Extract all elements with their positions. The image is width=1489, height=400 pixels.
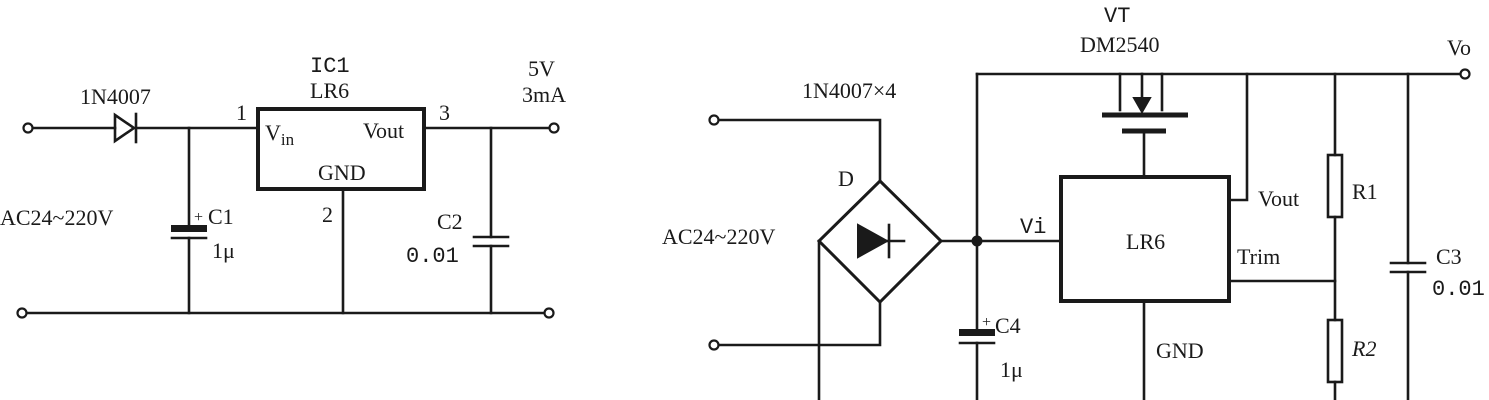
pin-gnd-label: GND: [318, 160, 366, 185]
bridge-label: 1N4007×4: [802, 78, 896, 103]
capacitor-c2: [472, 235, 510, 248]
pin-trim-label: Trim: [1237, 244, 1280, 269]
ic1-ref-label: IC1: [310, 54, 350, 79]
c1-value-label: 1μ: [212, 238, 235, 263]
pin1-label: 1: [236, 100, 247, 125]
output-voltage-label: 5V: [528, 56, 555, 81]
pin-vi-label: Vi: [1020, 215, 1046, 240]
c4-polarity: +: [982, 314, 991, 331]
r2-ref-label: R2: [1351, 336, 1376, 361]
pin3-label: 3: [439, 100, 450, 125]
transistor-part-label: DM2540: [1080, 32, 1159, 57]
c3-ref-label: C3: [1436, 244, 1462, 269]
resistor-r2: [1326, 318, 1344, 384]
pin2-label: 2: [322, 202, 333, 227]
left-input-label: AC24~220V: [0, 205, 113, 230]
left-input-terminal-bottom: [16, 307, 28, 319]
mosfet-vt-dm2540: [1102, 72, 1188, 179]
diode-1n4007: [113, 112, 138, 144]
output-current-label: 3mA: [522, 82, 566, 107]
vo-output-terminal: [1459, 68, 1471, 80]
ic1-lr6-box: [256, 107, 426, 191]
c2-ref-label: C2: [437, 209, 463, 234]
c1-ref-label: C1: [208, 204, 234, 229]
right-circuit: VT DM2540 Vo 1N4007×4 D AC24~220V Vi LR6…: [662, 4, 1485, 400]
bridge-rectifier: [816, 178, 944, 305]
capacitor-c1: [170, 225, 208, 240]
right-input-terminal-top: [708, 114, 720, 126]
diode-label: 1N4007: [80, 84, 151, 109]
bridge-ref-label: D: [838, 166, 854, 191]
left-circuit: 1N4007 IC1 LR6 1 3 2 Vin Vout GND 5V 3mA…: [0, 54, 566, 319]
right-wire-ac-top: [717, 118, 882, 183]
left-output-terminal-top: [548, 122, 560, 134]
pin-vin-label: Vin: [265, 120, 295, 149]
right-input-terminal-bottom: [708, 339, 720, 351]
right-input-label: AC24~220V: [662, 224, 775, 249]
r1-ref-label: R1: [1352, 179, 1378, 204]
right-wire-vout: [1227, 72, 1249, 202]
capacitor-c4: [958, 329, 996, 345]
resistor-r1: [1326, 153, 1344, 219]
capacitor-c3: [1389, 261, 1427, 274]
c3-value-label: 0.01: [1432, 277, 1485, 302]
c4-value-label: 1μ: [1000, 357, 1023, 382]
pin-vout-label: Vout: [363, 118, 404, 143]
right-wire-ac-bottom: [717, 300, 882, 347]
c2-value-label: 0.01: [406, 244, 459, 269]
c1-polarity: +: [194, 209, 203, 226]
vo-output-label: Vo: [1447, 35, 1471, 60]
pin-vout-label-right: Vout: [1258, 186, 1299, 211]
pin-gnd-label-right: GND: [1156, 338, 1204, 363]
left-input-terminal-top: [22, 122, 34, 134]
c4-ref-label: C4: [995, 313, 1021, 338]
ic1-part-label: LR6: [310, 78, 349, 103]
left-output-terminal-bottom: [543, 307, 555, 319]
transistor-ref-label: VT: [1104, 4, 1130, 29]
lr6-part-label: LR6: [1126, 229, 1165, 254]
